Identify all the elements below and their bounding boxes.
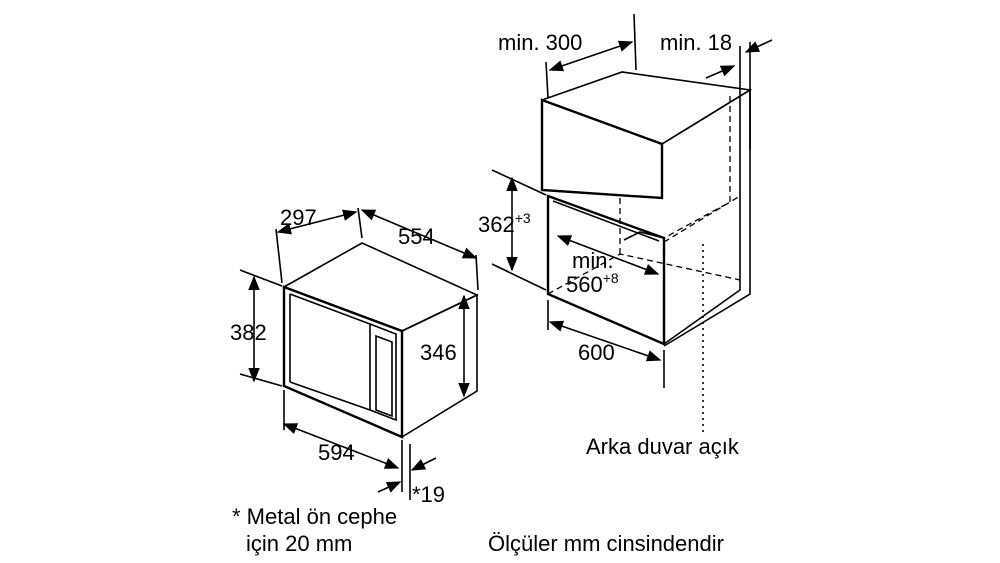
microwave-inner-height-label: 346: [420, 340, 457, 365]
microwave-depth-label: 297: [280, 205, 317, 230]
cabinet-width-label: 600: [578, 340, 615, 365]
cabinet-top-clearance-label: min. 300: [498, 30, 582, 55]
microwave-front-offset-label: *19: [412, 482, 445, 507]
cabinet-niche-width-prefix: min.: [572, 248, 614, 273]
footnote-line2: için 20 mm: [246, 531, 352, 556]
cabinet-side-clearance-label: min. 18: [660, 30, 732, 55]
rear-wall-label: Arka duvar açık: [586, 434, 740, 459]
microwave-outer-height-label: 382: [230, 320, 267, 345]
microwave-width-label: 594: [318, 440, 355, 465]
cabinet-dimensions: [491, 13, 773, 388]
cabinet-niche-width-label: 560+8: [566, 270, 619, 297]
microwave-drawing: [282, 242, 479, 439]
microwave-rear-depth-label: 554: [398, 224, 435, 249]
units-note: Ölçüler mm cinsindendir: [488, 531, 724, 556]
microwave-dimensions: [239, 207, 479, 500]
footnote-line1: * Metal ön cephe: [232, 504, 397, 529]
cabinet-niche-height-label: 362+3: [478, 210, 531, 237]
